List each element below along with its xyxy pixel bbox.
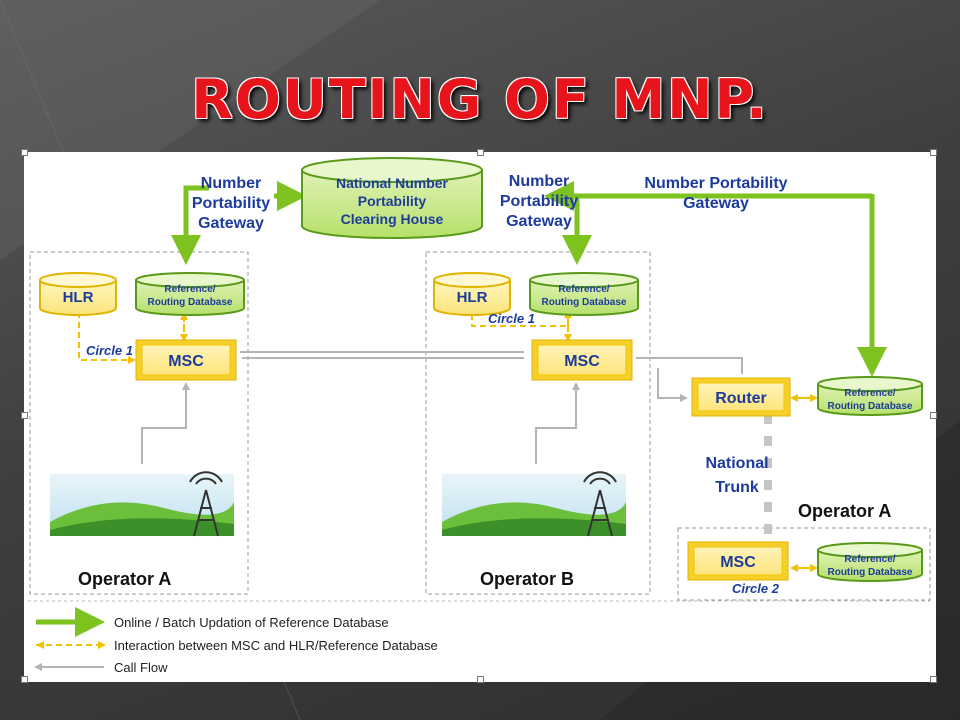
selection-handle[interactable] [930, 149, 937, 156]
gray-call-flow-lines [141, 351, 743, 464]
selection-handle[interactable] [21, 676, 28, 683]
national-trunk-line2: Trunk [715, 479, 759, 496]
gateway-mid-line1: Number [508, 173, 570, 190]
ref-db-cylinder-router: Reference/ Routing Database [817, 376, 923, 416]
router-label: Router [715, 390, 767, 407]
selection-handle[interactable] [477, 676, 484, 683]
gateway-right-line2: Gateway [683, 195, 749, 212]
hlr-cylinder-a: HLR [39, 272, 117, 316]
slide-title: ROUTING OF MNP. [191, 68, 769, 131]
selection-handle[interactable] [930, 412, 937, 419]
legend-item-3: Call Flow [114, 660, 168, 675]
cell-tower-image-b [442, 471, 626, 537]
ref-db-a-line1: Reference/ [164, 284, 215, 295]
hlr-a-label: HLR [63, 289, 94, 306]
gateway-label-left: Number Portability Gateway [176, 174, 286, 234]
clearing-house-line2: Portability [358, 193, 427, 209]
operator-a-circle2-boundary [677, 527, 931, 601]
ref-db-router-line2: Routing Database [827, 401, 912, 412]
national-trunk-label: National Trunk [692, 452, 782, 500]
operator-a-boundary [29, 251, 249, 595]
circle-2-label: Circle 2 [732, 581, 780, 596]
msc-box-a: MSC [135, 339, 237, 381]
circle-1-label-a: Circle 1 [86, 343, 133, 358]
legend-item-2: Interaction between MSC and HLR/Referenc… [114, 638, 438, 653]
gateway-label-mid: Number Portability Gateway [484, 172, 594, 232]
yellow-interaction-lines [78, 310, 818, 572]
legend-item-1: Online / Batch Updation of Reference Dat… [114, 615, 389, 630]
ref-db-router-line1: Reference/ [844, 388, 895, 399]
gateway-label-right: Number Portability Gateway [624, 174, 808, 214]
clearing-house-cylinder: National Number Portability Clearing Hou… [301, 157, 483, 239]
ref-db-cylinder-b: Reference/ Routing Database [529, 272, 639, 316]
clearing-house-line3: Clearing House [341, 211, 444, 227]
hlr-b-label: HLR [457, 289, 488, 306]
selection-handle[interactable] [477, 149, 484, 156]
operator-a-label: Operator A [78, 569, 171, 589]
legend: Online / Batch Updation of Reference Dat… [34, 607, 438, 675]
msc-box-circle2: MSC [687, 541, 789, 581]
ref-db-b-line2: Routing Database [541, 297, 626, 308]
gateway-mid-line3: Gateway [506, 213, 572, 230]
ref-db-b-line1: Reference/ [558, 284, 609, 295]
clearing-house-line1: National Number [336, 175, 449, 191]
cell-tower-image-a [50, 471, 234, 537]
gateway-right-line1: Number Portability [644, 175, 788, 192]
msc-a-label: MSC [168, 353, 204, 370]
router-box: Router [691, 377, 791, 417]
ref-db-circle2-line2: Routing Database [827, 567, 912, 578]
mnp-diagram: National Number Portability Clearing Hou… [28, 157, 931, 675]
gateway-mid-line2: Portability [499, 193, 579, 210]
gateway-left-line3: Gateway [198, 215, 264, 232]
gateway-left-line1: Number [200, 175, 262, 192]
ref-db-circle2-line1: Reference/ [844, 554, 895, 565]
ref-db-a-line2: Routing Database [147, 297, 232, 308]
selection-handle[interactable] [21, 412, 28, 419]
diagram-panel: National Number Portability Clearing Hou… [21, 149, 937, 683]
hlr-cylinder-b: HLR [433, 272, 511, 316]
msc-box-b: MSC [531, 339, 633, 381]
operator-b-label: Operator B [480, 569, 574, 589]
national-trunk-line1: National [705, 455, 769, 472]
selection-handle[interactable] [930, 676, 937, 683]
operator-a-circle2-label: Operator A [798, 501, 891, 521]
selection-handle[interactable] [21, 149, 28, 156]
ref-db-cylinder-circle2: Reference/ Routing Database [817, 542, 923, 582]
circle-1-label-b: Circle 1 [488, 311, 535, 326]
msc-b-label: MSC [564, 353, 600, 370]
ref-db-cylinder-a: Reference/ Routing Database [135, 272, 245, 316]
gateway-left-line2: Portability [191, 195, 271, 212]
green-update-arrows [171, 181, 887, 377]
msc-circle2-label: MSC [720, 554, 756, 571]
operator-b-boundary [425, 251, 651, 595]
